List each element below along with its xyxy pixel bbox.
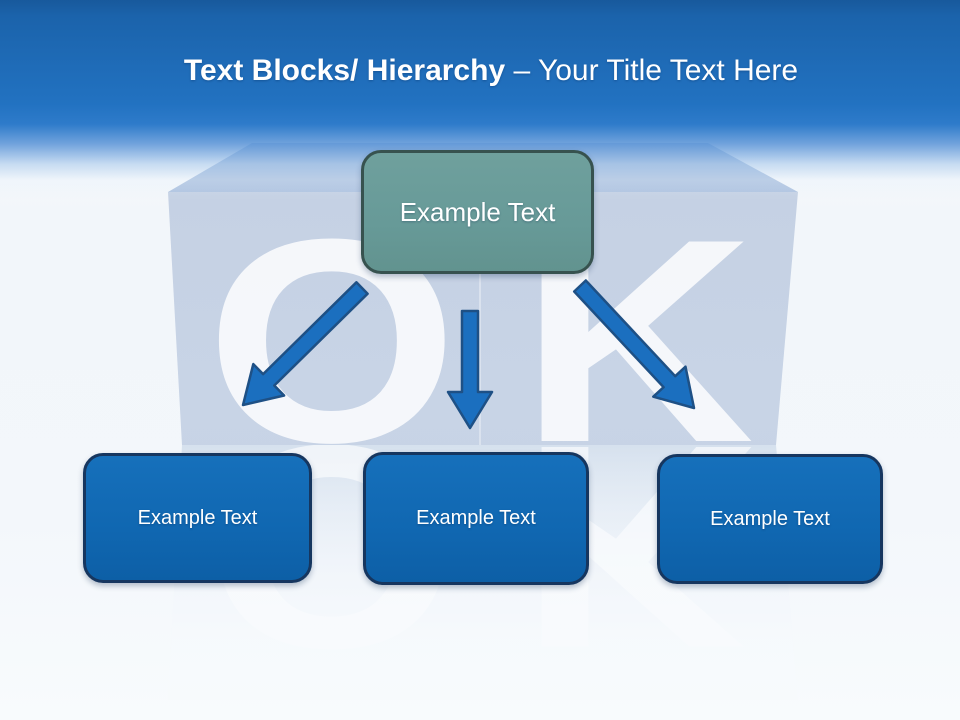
child-node-box-1: Example Text — [83, 453, 312, 583]
child-node-label-2: Example Text — [416, 507, 536, 529]
child-node-box-2: Example Text — [363, 452, 589, 585]
slide-title: Text Blocks/ Hierarchy – Your Title Text… — [0, 52, 960, 90]
arrow-down-left-icon — [241, 281, 369, 407]
child-node-box-3: Example Text — [657, 454, 883, 584]
arrow-down-right-icon — [572, 279, 696, 410]
root-node-box: Example Text — [361, 150, 594, 274]
root-node-label: Example Text — [399, 196, 556, 227]
child-node-label-3: Example Text — [710, 507, 830, 530]
child-node-label-1: Example Text — [137, 506, 258, 529]
title-regular: – Your Title Text Here — [505, 54, 799, 87]
arrow-down-icon — [446, 309, 494, 430]
cube-seam-line — [479, 192, 481, 445]
title-bold: Text Blocks/ Hierarchy — [183, 54, 506, 87]
